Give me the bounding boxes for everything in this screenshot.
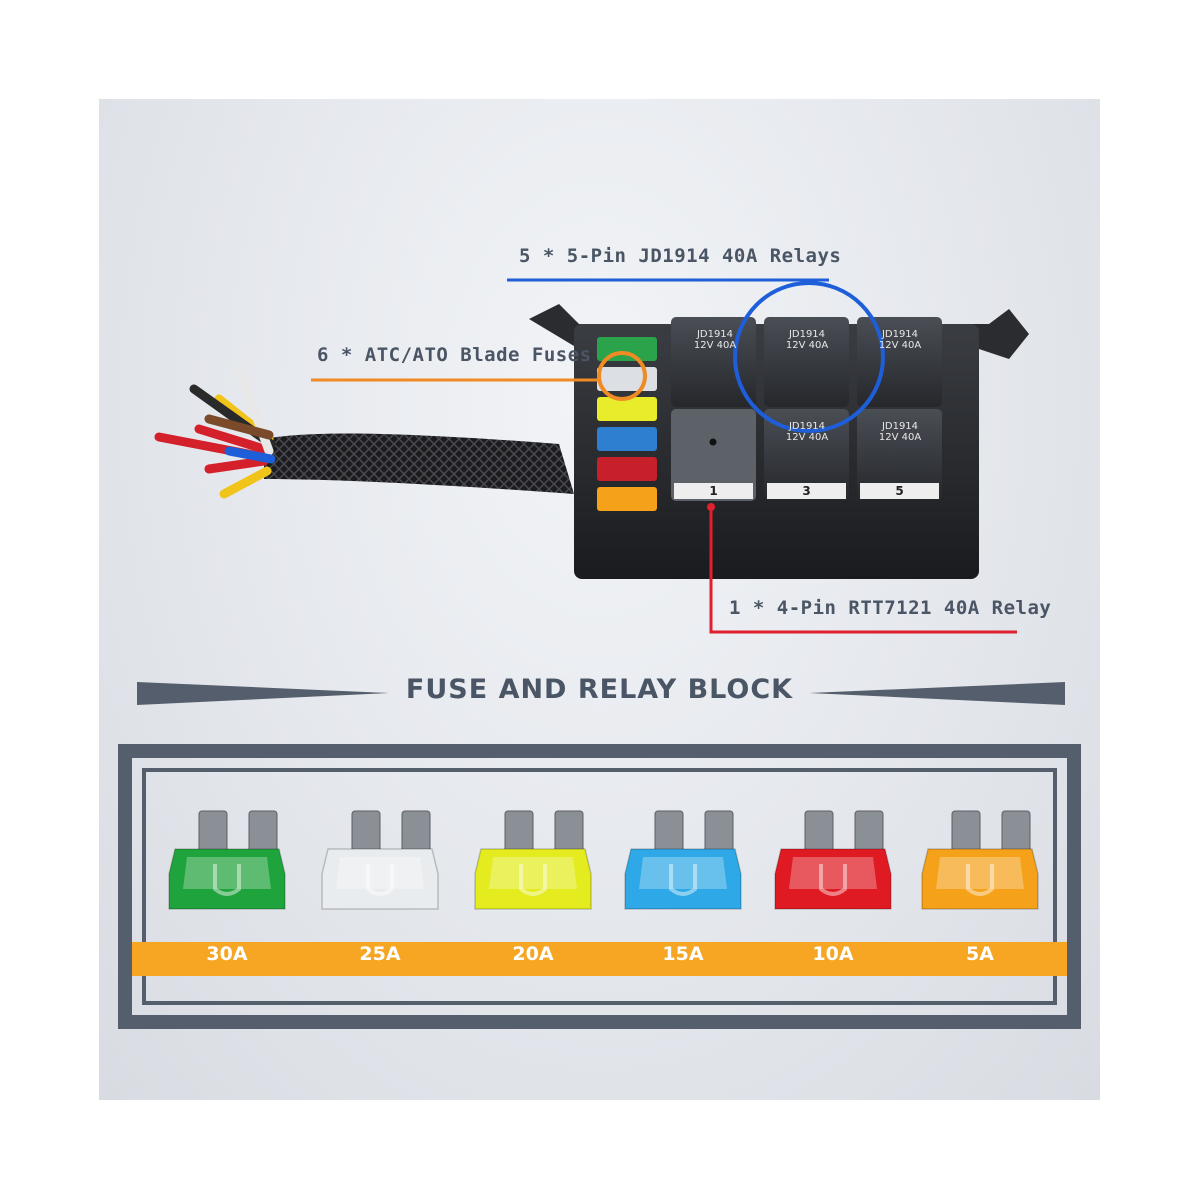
fuse-body bbox=[624, 848, 742, 910]
product-photo: JD1914 12V 40A JD1914 12V 40A JD1914 12V… bbox=[99, 99, 1100, 1100]
fuse-frame bbox=[118, 744, 1081, 1029]
fuse-emboss bbox=[966, 864, 994, 896]
relay-slot-number: 3 bbox=[802, 484, 811, 498]
blade-fuse bbox=[774, 810, 892, 910]
relay-slot-number: 1 bbox=[709, 484, 718, 498]
relay-model: JD1914 bbox=[788, 421, 826, 432]
fuse-emboss bbox=[819, 864, 847, 896]
relay-rtt7121 bbox=[671, 409, 756, 501]
ratings-band bbox=[132, 942, 1067, 976]
fuse-body bbox=[168, 848, 286, 910]
fuse-rating: 30A bbox=[206, 943, 248, 965]
blade-fuse bbox=[321, 810, 439, 910]
relay-rating: 12V 40A bbox=[785, 340, 829, 351]
fuse-highlight bbox=[183, 857, 271, 889]
fuse-frame-inner bbox=[142, 768, 1057, 1005]
callout-fuses: 6 * ATC/ATO Blade Fuses bbox=[317, 344, 592, 366]
relay-rating: 12V 40A bbox=[878, 432, 922, 443]
relay-model: JD1914 bbox=[881, 421, 919, 432]
fuse-rating: 10A bbox=[812, 943, 854, 965]
fuse-emboss bbox=[366, 864, 394, 896]
fuse-emboss bbox=[519, 864, 547, 896]
blade-fuse bbox=[168, 810, 286, 910]
relay-model: JD1914 bbox=[881, 329, 919, 340]
fuse-row bbox=[168, 810, 1039, 910]
fuse-rating: 20A bbox=[512, 943, 554, 965]
heading-wedge-left bbox=[137, 682, 389, 705]
fuse-highlight bbox=[789, 857, 877, 889]
wire-bundle bbox=[154, 364, 574, 499]
fuse-highlight bbox=[936, 857, 1024, 889]
callout-lines bbox=[311, 278, 1017, 634]
fuse-body bbox=[474, 848, 592, 910]
fuse-rating: 25A bbox=[359, 943, 401, 965]
relay-slot-number: 5 bbox=[895, 484, 904, 498]
braided-sleeve bbox=[264, 433, 574, 494]
relays bbox=[671, 317, 942, 501]
heading-wedge-right bbox=[809, 682, 1065, 705]
fuse-rating: 5A bbox=[966, 943, 994, 965]
relay-rating: 12V 40A bbox=[785, 432, 829, 443]
blade-fuse bbox=[624, 810, 742, 910]
callout-relay-single: 1 * 4-Pin RTT7121 40A Relay bbox=[729, 597, 1052, 619]
fuse-body bbox=[321, 848, 439, 910]
relay-rating: 12V 40A bbox=[878, 340, 922, 351]
fuse-body bbox=[774, 848, 892, 910]
relay-rating: 12V 40A bbox=[693, 340, 737, 351]
fuse-body bbox=[921, 848, 1039, 910]
heading: FUSE AND RELAY BLOCK bbox=[405, 674, 794, 705]
fuse-rating: 15A bbox=[662, 943, 704, 965]
relay-model: JD1914 bbox=[696, 329, 734, 340]
fuse-emboss bbox=[669, 864, 697, 896]
fuse-highlight bbox=[336, 857, 424, 889]
relay-highlight-circle bbox=[733, 281, 885, 433]
relay-model: JD1914 bbox=[788, 329, 826, 340]
fuse-emboss bbox=[213, 864, 241, 896]
callout-relays: 5 * 5-Pin JD1914 40A Relays bbox=[519, 245, 842, 267]
fuse-highlight-circle bbox=[597, 351, 647, 401]
fuse-highlight bbox=[489, 857, 577, 889]
blade-fuse bbox=[474, 810, 592, 910]
fuse-relay-block-photo bbox=[118, 278, 1081, 1029]
blade-fuse bbox=[921, 810, 1039, 910]
fuse-highlight bbox=[639, 857, 727, 889]
